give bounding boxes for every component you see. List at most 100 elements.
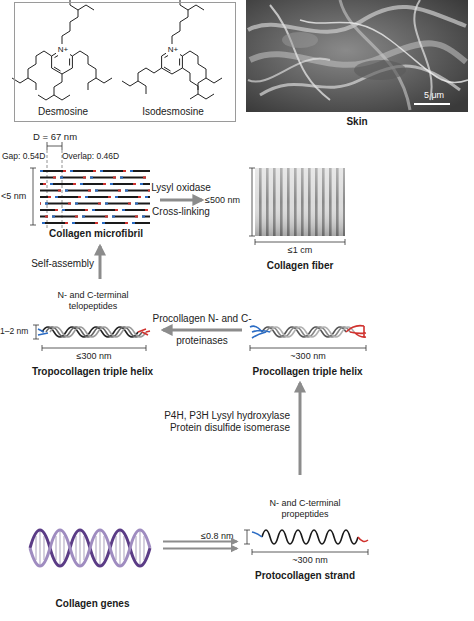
sem-micrograph [246,0,468,112]
dimension-bracket [255,239,345,245]
dimension-bracket [30,168,36,225]
microfibril-drawing [40,170,150,172]
microfibril-drawing [40,209,150,211]
panel-caption: Skin [307,116,407,128]
microfibril-drawing [40,183,150,185]
dimension-bracket [33,325,146,351]
stage-node: Collagen fiber [205,165,355,275]
process-arrow [160,200,202,201]
compound-name: Desmosine [23,106,103,118]
microfibril-drawing [40,222,150,224]
fiber-drawing [255,168,345,236]
microfibril-drawing [40,196,150,198]
process-arrow [163,542,237,549]
protocollagen-strand [252,532,262,537]
process-arrow [300,383,301,475]
isodesmosine-structure [172,0,204,44]
microfibril-drawing [40,222,150,224]
stage-title: Tropocollagen triple helix [25,366,160,378]
stage-node: Collagen genes [25,512,160,617]
desmosine-structure [38,74,70,100]
dimension-bracket [33,325,39,339]
microfibril-drawing [40,215,150,217]
microfibril-drawing [40,171,150,223]
microfibril-drawing [40,183,150,185]
dimension-label: ≤300 nm [64,351,124,362]
step-label: Procollagen N- and C-proteinases [150,308,254,352]
sem-micrograph [300,20,468,83]
step-label: P4H, P3H Lysyl hydroxylase Protein disul… [150,410,290,434]
protocollagen-strand [358,537,368,541]
dimension-label: ≤1 cm [275,245,325,256]
microfibril-drawing [40,222,150,224]
sem-micrograph [250,43,466,64]
arrow-line [160,199,202,202]
sem-micrograph [414,0,431,100]
dna-helix [30,530,150,566]
isodesmosine-structure [122,0,222,99]
atom-label: N+ [166,45,180,55]
microfibril-drawing [40,189,150,191]
dimension-label: ~300 nm [278,351,338,362]
sem-micrograph [270,5,330,100]
protocollagen-strand [262,530,358,544]
fiber-drawing [255,168,345,236]
desmosine-structure [12,0,112,100]
dimension-label: <5 nm [1,191,31,202]
microfibril-drawing [40,215,150,217]
desmosine-structure [54,56,70,72]
dimension-label: Gap: 0.54D [2,151,58,162]
period-marker [47,142,62,150]
triple-helix [38,329,48,335]
isodesmosine-structure [162,52,183,74]
sem-micrograph [246,0,468,112]
triple-helix [270,327,354,337]
microfibril-drawing [40,202,150,204]
microfibril-drawing [40,196,150,198]
desmosine-structure [62,0,94,44]
arrow-line [163,548,237,550]
stage-title: Collagen microfibril [36,228,156,240]
stage-node: Protocollagen strand [240,478,370,588]
microfibril-drawing [40,209,150,211]
dimension-label: ≤500 nm [205,195,251,206]
dimension-bracket [42,345,146,351]
desmosine-structure [12,51,52,90]
stage-node: Procollagen triple helix [245,312,370,380]
annotation-text: N- and C-terminal propeptides [262,498,348,519]
stage-title: Protocollagen strand [240,570,370,582]
microfibril-drawing [40,196,150,198]
dimension-bracket [250,345,366,351]
compound-name: Isodesmosine [133,106,213,118]
atom-label: N+ [56,45,70,55]
isodesmosine-structure [182,51,222,90]
arrow-line [99,246,102,279]
dimension-label: Overlap: 0.46D [62,151,138,162]
sem-micrograph [414,103,450,105]
microfibril-drawing [40,170,150,172]
micrograph-panel: Skin [246,0,468,130]
scale-bar-label: 5 μm [414,90,454,101]
step-label: Self-assembly [26,258,94,270]
desmosine-structure [52,52,73,74]
protocollagen-strand [252,530,368,544]
microfibril-drawing [40,189,150,191]
sem-micrograph [248,58,330,81]
desmosine-structure [72,51,112,90]
structure-panel: Desmosine Isodesmosine [14,2,236,122]
process-arrow [100,246,101,279]
isodesmosine-structure [182,68,214,99]
process-arrow [163,330,242,331]
sem-micrograph [340,0,410,110]
microfibril-drawing [40,176,150,178]
triple-helix [250,326,366,338]
triple-helix [50,327,146,337]
microfibril-drawing [40,202,150,204]
dimension-bracket [250,345,366,351]
microfibril-drawing [40,170,150,172]
dimension-label: ≤0.8 nm [201,531,245,542]
triple-helix [38,327,150,337]
microfibril-drawing [40,183,150,185]
dimension-bracket [252,549,368,555]
microfibril-drawing [40,176,150,178]
